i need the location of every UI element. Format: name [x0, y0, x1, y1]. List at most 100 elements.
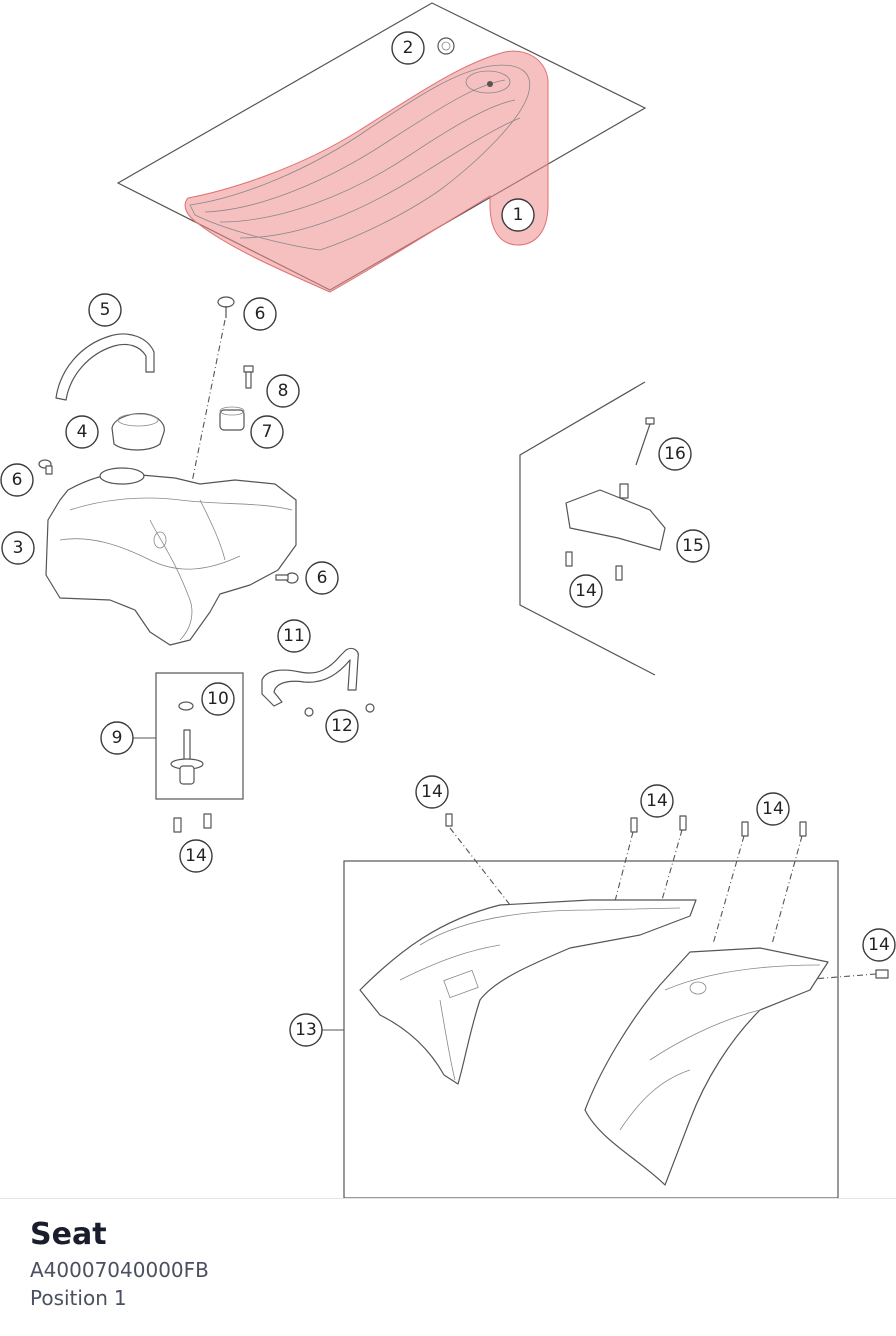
callout-14-spoiler-right-label: 14	[762, 799, 784, 819]
callout-15-circle	[676, 529, 710, 563]
left-spoiler-part[interactable]	[359, 899, 697, 1085]
callout-14-spoiler-left-label: 14	[421, 782, 443, 802]
callout-8[interactable]: 8	[266, 374, 300, 408]
callout-14-bracket-label: 14	[575, 581, 597, 601]
tank-right-screw-part[interactable]	[275, 572, 299, 584]
callout-13-label: 13	[295, 1020, 317, 1040]
callout-1[interactable]: 1	[501, 198, 535, 232]
bracket-bolt-part[interactable]	[635, 417, 655, 466]
callout-7-label: 7	[262, 422, 273, 442]
callout-3[interactable]: 3	[1, 531, 35, 565]
tank-top-screw-head	[217, 296, 235, 308]
fuel-tank-body	[45, 473, 297, 646]
tank-bushing-part[interactable]	[219, 406, 245, 431]
callout-13[interactable]: 13	[289, 1013, 323, 1047]
seat-part[interactable]	[184, 50, 549, 293]
fuel-tap-screws-part[interactable]	[173, 813, 212, 833]
callout-5-label: 5	[100, 300, 111, 320]
right-spoiler-contour-2	[649, 1009, 761, 1061]
callout-14-bracket[interactable]: 14	[569, 574, 603, 608]
callout-12-label: 12	[331, 716, 353, 736]
callout-6-top[interactable]: 6	[243, 297, 277, 331]
fuel-tap-screw-2	[203, 813, 212, 829]
selected-part-number: A40007040000FB	[30, 1258, 209, 1282]
tank-top-screw-part[interactable]	[217, 296, 235, 318]
fuel-tank-part[interactable]	[45, 467, 297, 646]
fuel-cap-top	[117, 413, 159, 427]
callout-2-label: 2	[403, 38, 414, 58]
seat-highlight[interactable]	[184, 50, 549, 293]
callout-10-label: 10	[207, 689, 229, 709]
seat-nut-part[interactable]	[437, 37, 455, 55]
callout-14-spoiler-right[interactable]: 14	[756, 792, 790, 826]
position-value: 1	[113, 1286, 127, 1310]
callout-11-label: 11	[283, 626, 305, 646]
left-spoiler-contour-2	[399, 944, 501, 981]
left-spoiler-body	[359, 899, 697, 1085]
seat-stitch-line-2	[219, 99, 516, 223]
callout-14-spoiler-side[interactable]: 14	[862, 928, 896, 962]
fuel-hose-part[interactable]	[261, 647, 359, 707]
spoiler-screw-5	[799, 821, 807, 837]
callout-15-label: 15	[682, 536, 704, 556]
callout-4-circle	[65, 415, 99, 449]
seat-outline	[189, 64, 530, 251]
seat-stitch-line-3	[239, 117, 521, 239]
callout-10-circle	[201, 682, 235, 716]
fuel-tap-group-frame	[155, 672, 244, 800]
tank-left-screw-part[interactable]	[38, 459, 53, 475]
callout-6-left[interactable]: 6	[0, 463, 34, 497]
fuel-tank-filler-neck	[99, 467, 145, 485]
bracket-part[interactable]	[565, 483, 666, 551]
callout-9-label: 9	[112, 728, 123, 748]
tank-top-screw-axis	[189, 319, 226, 493]
callout-11[interactable]: 11	[277, 619, 311, 653]
tank-bolt-part[interactable]	[243, 365, 254, 389]
tank-left-screw-shank	[45, 465, 53, 475]
callout-14-tap-label: 14	[185, 846, 207, 866]
callout-6-top-circle	[243, 297, 277, 331]
breather-hose-part[interactable]	[55, 333, 155, 401]
fuel-tank-contour-2	[59, 538, 241, 570]
callout-9[interactable]: 9	[100, 721, 134, 755]
exploded-parts-diagram: 1 2 5 6 8 7 4 6 3 6 11 10	[0, 2, 896, 1199]
hose-clamp-part[interactable]	[304, 703, 375, 717]
callout-14-spoiler-left[interactable]: 14	[415, 775, 449, 809]
right-spoiler-mount-hole	[689, 981, 707, 995]
bracket-screw-2	[615, 565, 623, 581]
callout-14-spoiler-middle-circle	[640, 784, 674, 818]
right-spoiler-contour-3	[619, 1069, 691, 1131]
spoiler-screws-part[interactable]	[445, 813, 889, 989]
callout-12-circle	[325, 709, 359, 743]
bracket-screws-part[interactable]	[565, 551, 623, 581]
callout-4[interactable]: 4	[65, 415, 99, 449]
seat-nut-inner	[441, 41, 451, 51]
callout-7-circle	[250, 415, 284, 449]
callout-14-spoiler-side-circle	[862, 928, 896, 962]
callout-12[interactable]: 12	[325, 709, 359, 743]
spoiler-screw-1	[445, 813, 453, 827]
callout-15[interactable]: 15	[676, 529, 710, 563]
spoiler-screw-2	[630, 817, 638, 833]
callout-10[interactable]: 10	[201, 682, 235, 716]
tank-bolt-shank	[245, 371, 252, 389]
selected-part-name: Seat	[30, 1217, 107, 1252]
fuel-tap-filter	[179, 765, 195, 785]
callout-14-bracket-circle	[569, 574, 603, 608]
callout-2[interactable]: 2	[391, 31, 425, 65]
tank-right-screw-shank	[275, 574, 289, 581]
bracket-body	[565, 489, 666, 551]
o-ring-part[interactable]	[178, 701, 194, 711]
callout-14-tap[interactable]: 14	[179, 839, 213, 873]
callout-5[interactable]: 5	[88, 293, 122, 327]
callout-7[interactable]: 7	[250, 415, 284, 449]
fuel-cap-part[interactable]	[111, 413, 165, 451]
fuel-tap-part[interactable]	[170, 729, 204, 785]
right-spoiler-part[interactable]	[584, 947, 829, 1186]
callout-6-right[interactable]: 6	[305, 561, 339, 595]
callout-2-circle	[391, 31, 425, 65]
callout-14-spoiler-middle[interactable]: 14	[640, 784, 674, 818]
fuel-tap-screw-1	[173, 817, 182, 833]
callout-16[interactable]: 16	[658, 437, 692, 471]
